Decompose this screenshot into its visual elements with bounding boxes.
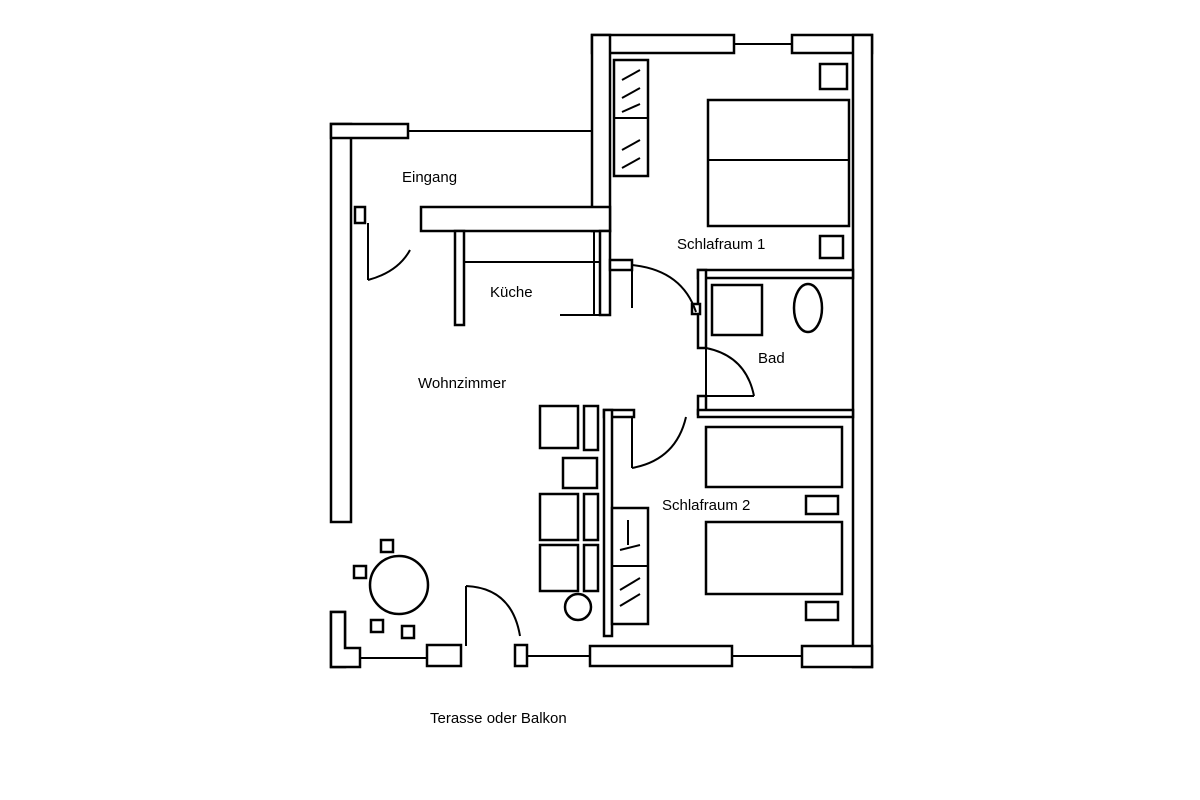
room-label-living-room: Wohnzimmer	[418, 375, 506, 392]
dining-table	[352, 538, 430, 640]
wall-kitchen-right	[598, 229, 612, 317]
wall-bottom-right	[800, 644, 874, 669]
room-label-kitchen: Küche	[490, 284, 533, 301]
sofa	[538, 404, 600, 622]
bed-bedroom2-bottom	[704, 520, 844, 596]
wall-bottom-mid	[588, 644, 734, 668]
wall-top-left-segment	[590, 33, 736, 55]
bedroom2-door-swing	[631, 416, 687, 469]
wall-entrance-top	[329, 122, 410, 140]
entrance-door-frame	[353, 205, 367, 225]
inner-walls	[419, 205, 855, 638]
wardrobe-bedroom1	[612, 58, 650, 178]
shower	[710, 283, 764, 337]
nightstand-bottom	[818, 234, 845, 260]
bed-bedroom2-top	[704, 425, 844, 489]
room-label-entrance: Eingang	[402, 169, 457, 186]
wall-bottom-pillar-1	[425, 643, 463, 668]
toilet	[792, 282, 824, 334]
room-label-bathroom: Bad	[758, 350, 785, 367]
wall-bedroom1-bathroom	[696, 268, 855, 280]
wall-left	[329, 122, 353, 524]
wall-bottom-pillar-2	[513, 643, 529, 668]
wall-tower-left	[590, 33, 612, 233]
furniture	[352, 58, 851, 640]
entrance-door-swing	[367, 249, 411, 281]
wall-kitchen-left	[453, 229, 466, 327]
wardrobe-bedroom2	[610, 506, 650, 626]
wall-bathroom-bedroom2	[696, 408, 855, 419]
room-label-bedroom-1: Schlafraum 1	[677, 236, 765, 253]
doors	[353, 205, 755, 646]
nightstand-top	[818, 62, 849, 91]
wall-right	[851, 33, 874, 669]
nightstand-bedroom2-top	[804, 494, 840, 516]
bathroom-door-swing	[705, 347, 755, 397]
room-label-bedroom-2: Schlafraum 2	[662, 497, 750, 514]
wall-entrance-kitchen	[419, 205, 612, 233]
outer-walls	[329, 33, 874, 669]
bedroom1-door-swing	[631, 264, 697, 313]
terrace-door-swing	[465, 585, 521, 637]
wall-corner-bottom-left	[329, 610, 362, 669]
wall-bedroom1-bottom	[608, 258, 634, 272]
nightstand-bedroom2-bottom	[804, 600, 840, 622]
label-terrace: Terasse oder Balkon	[430, 710, 567, 727]
double-bed-bedroom1	[706, 98, 851, 228]
